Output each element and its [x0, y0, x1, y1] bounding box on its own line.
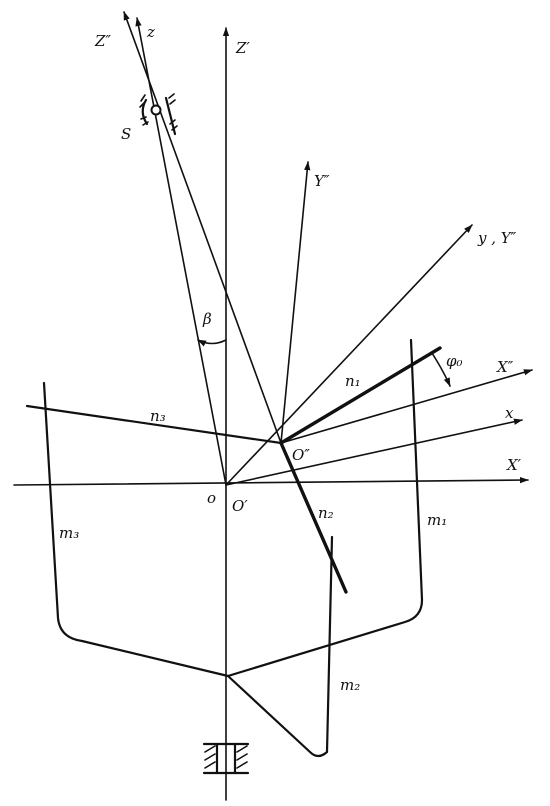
m2-outline	[226, 535, 334, 758]
label-n1: n₁	[345, 372, 361, 390]
label-z: z	[146, 23, 155, 41]
bottom-bearing	[202, 742, 250, 775]
beta-angle-arc	[197, 339, 227, 347]
label-X2: X″	[496, 358, 514, 376]
label-o: o	[207, 489, 216, 507]
label-Y2: Y″	[314, 172, 330, 190]
n3-line	[25, 404, 283, 445]
label-yY2: y , Y″	[477, 229, 517, 247]
label-n3: n₃	[150, 407, 166, 425]
label-X1: X′	[506, 456, 522, 474]
label-x: x	[505, 404, 514, 422]
label-m1: m₁	[427, 511, 447, 529]
label-O1: O′	[232, 497, 248, 515]
label-Z2: Z″	[94, 32, 111, 50]
label-beta: β	[202, 310, 212, 328]
label-m2: m₂	[340, 676, 360, 694]
label-Z1: Z′	[235, 39, 250, 57]
label-phi0: φ₀	[446, 352, 463, 370]
x-prime-axis	[13, 476, 529, 486]
phi0-angle-arc	[431, 352, 451, 387]
label-n2: n₂	[318, 504, 334, 522]
label-m3: m₃	[59, 524, 79, 542]
n2-line	[279, 441, 348, 594]
label-S: S	[121, 125, 131, 143]
label-O2: O″	[292, 446, 310, 464]
x-axis	[225, 418, 523, 486]
y-double-prime-axis	[280, 161, 311, 444]
n1-line	[279, 346, 442, 445]
z-axis	[135, 17, 227, 486]
y-axis	[225, 224, 473, 486]
x-double-prime-axis	[280, 369, 533, 444]
spherical-joint-s	[139, 93, 178, 136]
